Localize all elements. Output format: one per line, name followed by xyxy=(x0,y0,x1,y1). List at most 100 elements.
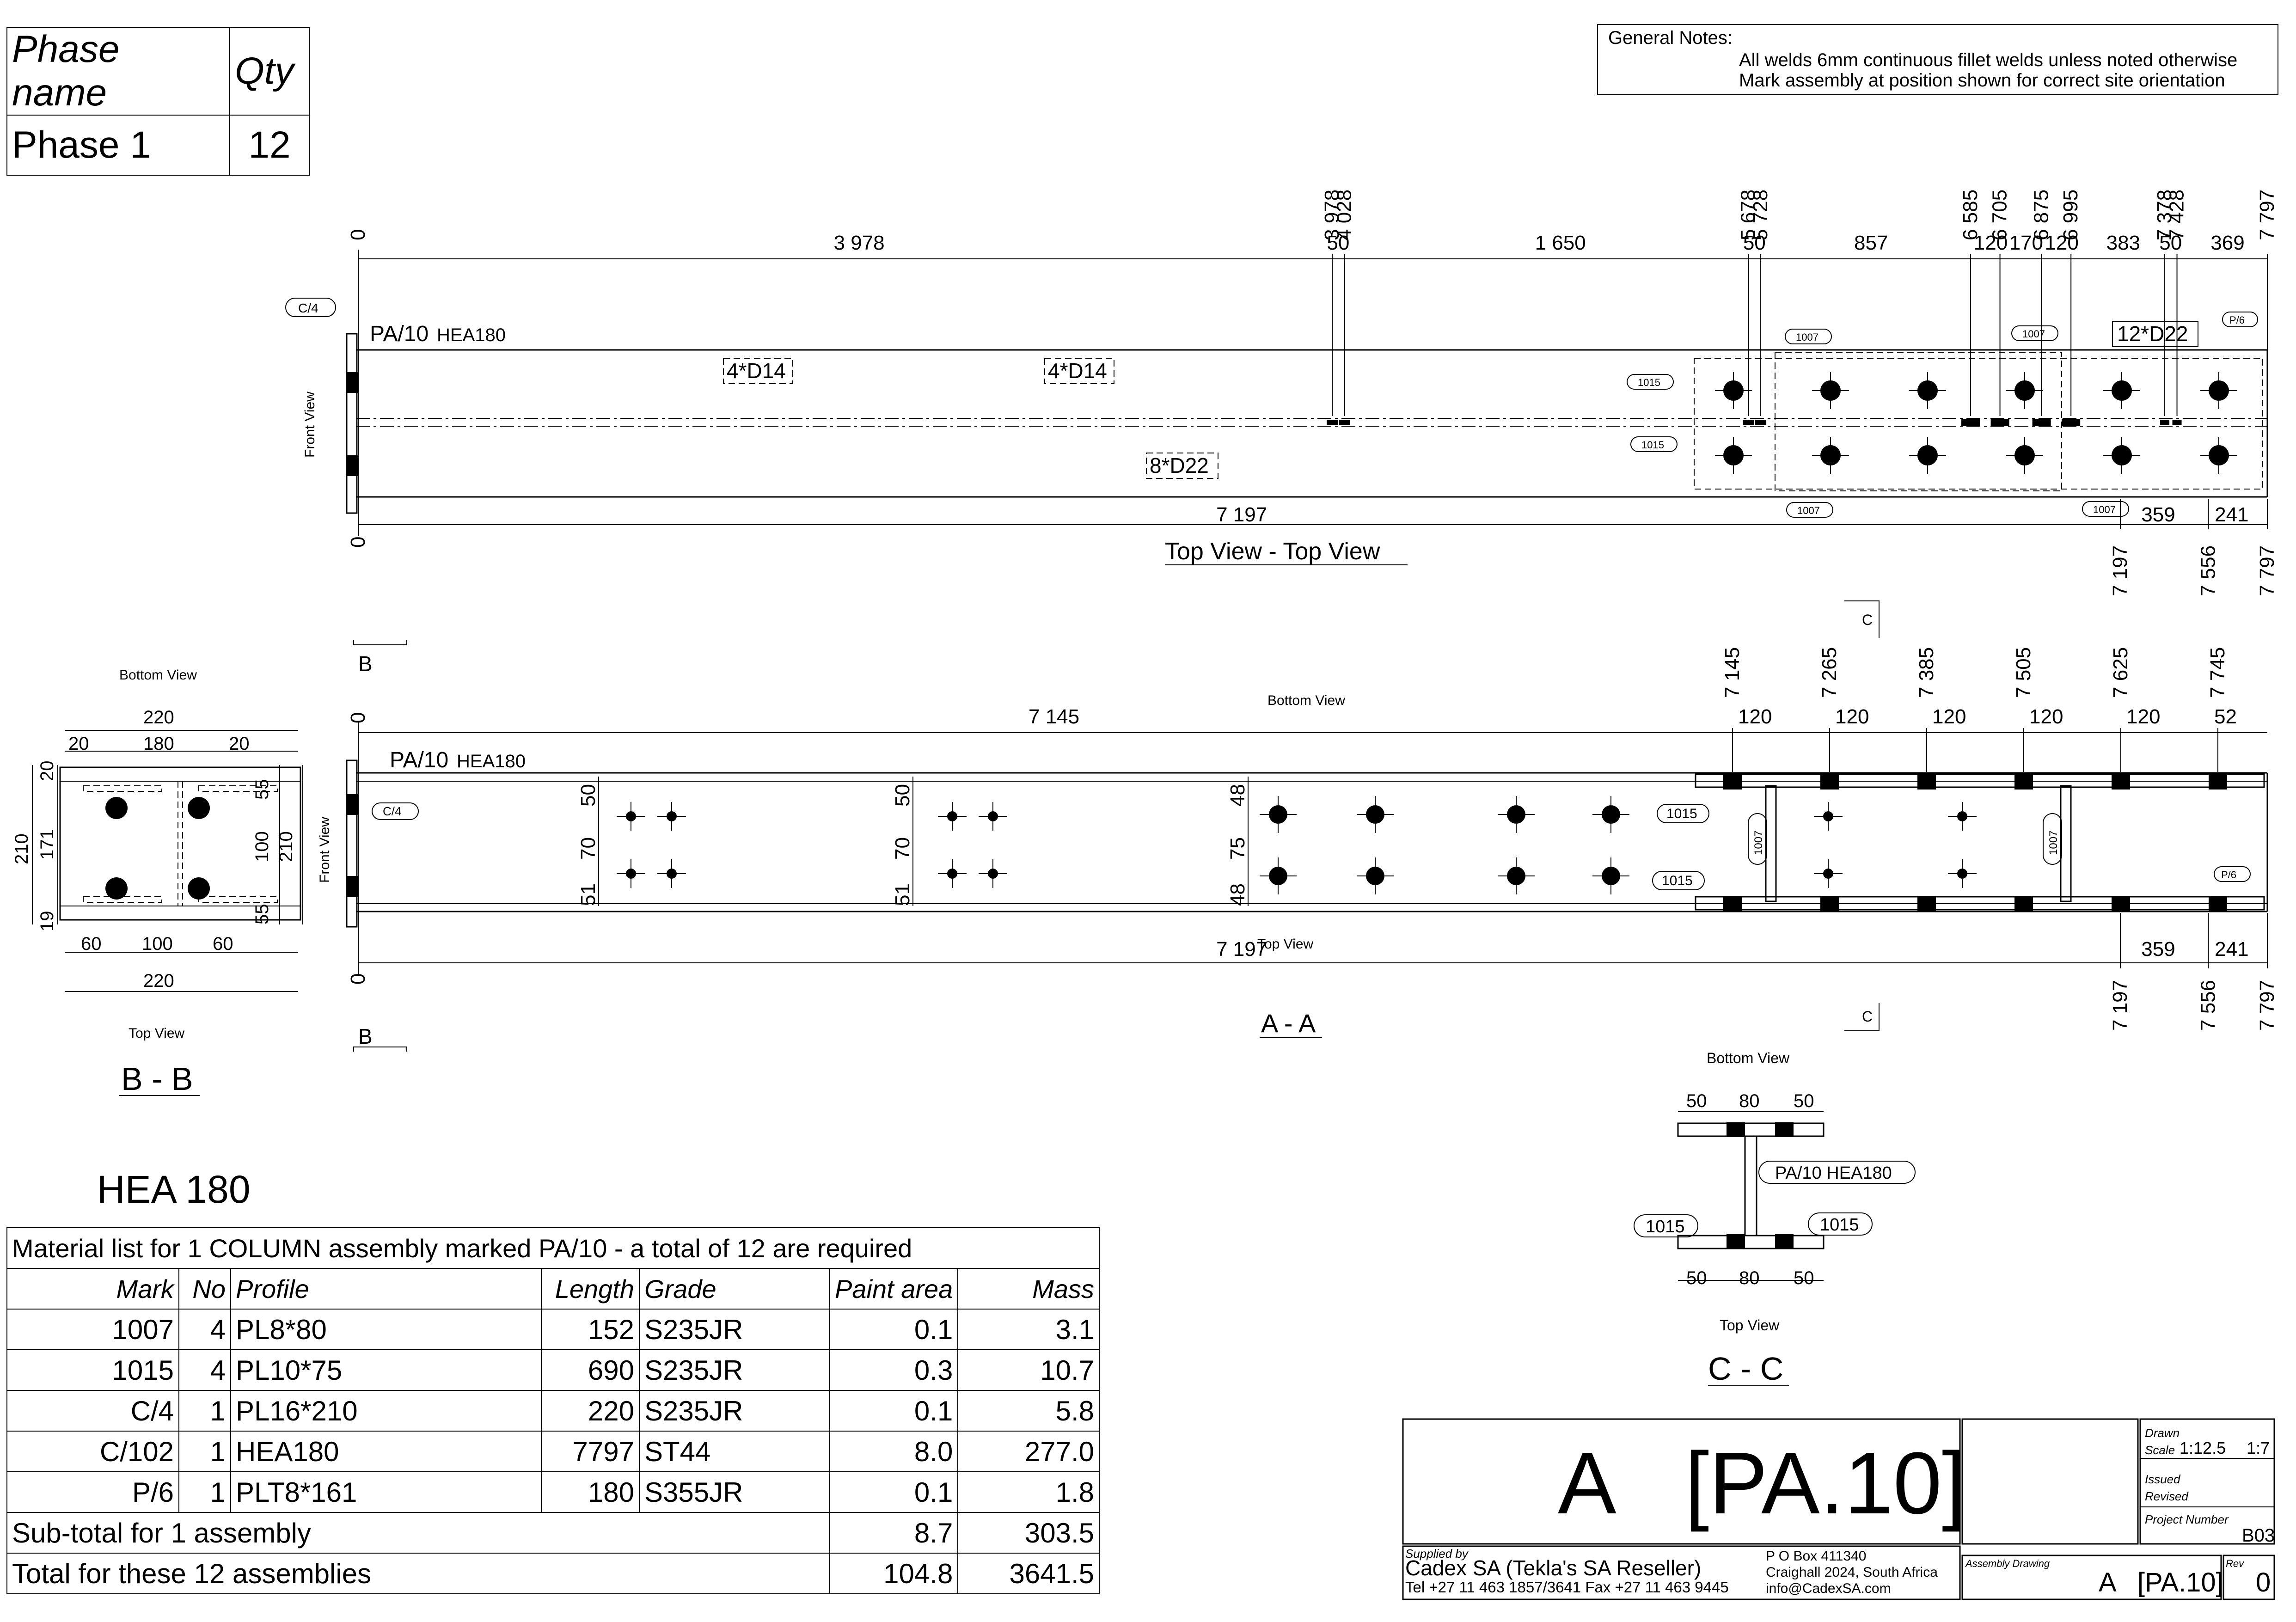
general-note-2: Mark assembly at position shown for corr… xyxy=(1739,70,2225,91)
qty-header: Qty xyxy=(229,27,310,116)
bb-title: B - B xyxy=(121,1061,193,1097)
bolt-hole xyxy=(1723,445,1744,465)
aa-tag-1007-a: 1007 xyxy=(1752,831,1765,855)
aa-vert-dim: 51 xyxy=(891,883,914,906)
bolt-hole xyxy=(1917,380,1938,401)
phase-table: Phase name Qty Phase 1 12 xyxy=(6,27,310,176)
aa-seg-dim: 120 xyxy=(1835,705,1869,728)
top-seg-dim: 857 xyxy=(1854,232,1888,254)
bb-bottom-dim-60a: 60 xyxy=(81,934,102,954)
cut-c-bottom: C xyxy=(1862,1008,1873,1025)
bb-top-view-label: Top View xyxy=(129,1026,185,1041)
top-seg-dim: 3 978 xyxy=(834,232,885,254)
bolt-hole xyxy=(2209,445,2229,465)
top-tag-1007-c: 1007 xyxy=(1797,505,1820,516)
aa-vert-dim: 70 xyxy=(577,837,600,860)
tb-project-number-label: Project Number xyxy=(2145,1512,2229,1526)
tb-email: info@CadexSA.com xyxy=(1766,1581,1891,1596)
top-cum-dim: 0 xyxy=(347,229,369,240)
cell-length: 180 xyxy=(541,1471,640,1513)
slot-hole xyxy=(2032,419,2051,426)
tb-address: Craighall 2024, South Africa xyxy=(1766,1565,1938,1580)
cell-no: 4 xyxy=(178,1349,231,1391)
total-paint: 104.8 xyxy=(829,1553,959,1594)
bb-right-dim-55b: 55 xyxy=(252,904,272,925)
profile-heading: HEA 180 xyxy=(97,1168,251,1211)
cell-mark: C/4 xyxy=(6,1390,179,1432)
weld-block xyxy=(1917,774,1936,790)
bolt-hole xyxy=(2112,445,2132,465)
cc-top-dim-50a: 50 xyxy=(1686,1091,1707,1111)
section-bb: Bottom View Top View B - B 220 20 180 20… xyxy=(12,667,303,1097)
cell-profile: HEA180 xyxy=(230,1431,542,1472)
bolt-hole xyxy=(2014,445,2035,465)
cc-bottom-view-label: Bottom View xyxy=(1707,1050,1790,1066)
cc-title: C - C xyxy=(1708,1351,1783,1387)
aa-tag-1007-b: 1007 xyxy=(2047,831,2060,855)
end-plate-weld-bottom xyxy=(346,455,358,476)
bolt-hole xyxy=(1602,867,1620,885)
material-list-header-row: Mark No Profile Length Grade Paint area … xyxy=(6,1268,1100,1310)
bolt-hole xyxy=(1917,445,1938,465)
col-paint-area: Paint area xyxy=(829,1268,959,1310)
slot-hole xyxy=(1339,420,1350,425)
top-bottom-cum-dim: 7 797 xyxy=(2256,545,2278,596)
bolt-hole xyxy=(947,811,957,821)
tb-scale-2: 1:7 xyxy=(2247,1438,2270,1457)
cell-mark: P/6 xyxy=(6,1471,179,1513)
cell-grade: S235JR xyxy=(639,1309,830,1350)
bolt-hole xyxy=(1366,805,1384,824)
weld-block xyxy=(2014,896,2033,912)
aa-tag-c4: C/4 xyxy=(383,804,401,818)
weld-block xyxy=(1723,896,1742,912)
bolt-hole xyxy=(1820,380,1841,401)
cell-grade: S235JR xyxy=(639,1349,830,1391)
aa-bottom-cum-dim: 7 556 xyxy=(2197,980,2219,1031)
weld-block xyxy=(2209,774,2227,790)
bb-left-dim-19: 19 xyxy=(37,911,57,932)
total-label: Total for these 12 assemblies xyxy=(6,1553,830,1594)
top-tag-1007-d: 1007 xyxy=(2093,504,2116,515)
bb-top-dim-20a: 20 xyxy=(68,734,89,754)
bolt-hole xyxy=(1366,867,1384,885)
bolt-hole xyxy=(667,869,677,879)
slot-hole xyxy=(1961,419,1980,426)
col-mark: Mark xyxy=(6,1268,179,1310)
end-plate-weld-top xyxy=(346,372,358,393)
tb-issued-label: Issued xyxy=(2145,1472,2180,1486)
bb-bottom-dim-220: 220 xyxy=(143,971,174,991)
bolt-hole xyxy=(626,811,636,821)
top-tag-c4: C/4 xyxy=(298,301,318,315)
cell-grade: S235JR xyxy=(639,1390,830,1432)
tb-revised-label: Revised xyxy=(2145,1489,2188,1503)
cc-bottom-dim-50b: 50 xyxy=(1794,1268,1814,1288)
tb-supplier: Cadex SA (Tekla's SA Reseller) xyxy=(1405,1556,1702,1580)
bolt-hole xyxy=(1957,869,1967,879)
tb-drawn-label: Drawn xyxy=(2145,1426,2180,1440)
top-seg-dim: 170 xyxy=(2009,232,2043,254)
top-cum-dim: 6 585 xyxy=(1959,190,1982,240)
aa-cum-dim: 0 xyxy=(347,712,369,723)
top-cum-dim: 6 705 xyxy=(1989,190,2011,240)
slot-hole xyxy=(2062,419,2081,426)
top-seg-dim: 369 xyxy=(2210,232,2244,254)
col-length: Length xyxy=(541,1268,640,1310)
top-seg-dim: 120 xyxy=(2045,232,2078,254)
top-bottom-cum-dim: 7 197 xyxy=(2109,545,2131,596)
phase-name-value: Phase 1 xyxy=(6,115,230,176)
top-cum-dim: 7 378 xyxy=(2153,190,2176,240)
bolt-hole xyxy=(988,869,998,879)
aa-bottom-seg-dim: 359 xyxy=(2141,938,2175,961)
cell-mark: 1015 xyxy=(6,1349,179,1391)
aa-profile-label: HEA180 xyxy=(457,751,526,771)
top-seg-dim: 50 xyxy=(2159,232,2182,254)
aa-cum-dim: 7 385 xyxy=(1915,647,1938,698)
aa-tag-p6: P/6 xyxy=(2221,869,2236,881)
top-view-holes xyxy=(1327,372,2237,474)
top-tag-1015-a: 1015 xyxy=(1638,377,1660,388)
top-view-front-label: Front View xyxy=(302,392,318,458)
top-cum-dim: 7 797 xyxy=(2256,190,2278,240)
slot-hole xyxy=(1743,420,1754,425)
